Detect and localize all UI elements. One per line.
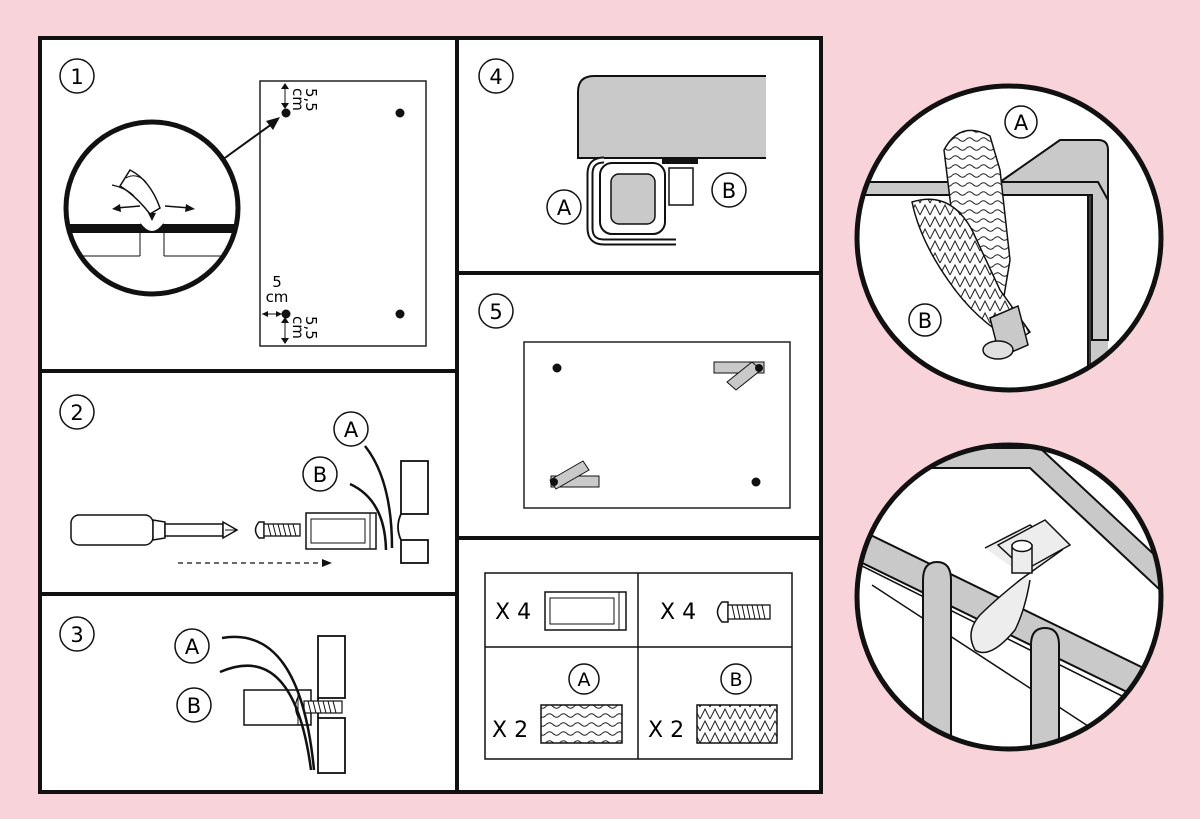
label-a-step-4: A [557, 196, 572, 220]
qty-strap-a: X 2 [492, 718, 528, 743]
board-outline [259, 80, 427, 347]
dim-top-unit: cm [289, 88, 307, 111]
panel-step-4: 4 A B [478, 58, 766, 246]
screwdriver-icon [70, 514, 239, 546]
screw-icon [716, 601, 771, 623]
wall-board [317, 635, 346, 774]
strap-b-end [668, 167, 694, 206]
strap-attached-bottom [549, 460, 600, 490]
step-number-2: 2 [70, 401, 83, 425]
step-number-3: 3 [70, 623, 83, 647]
label-b-step-4: B [722, 179, 736, 203]
dim-left-unit: cm [266, 288, 289, 306]
label-a-step-3: A [185, 635, 200, 659]
sleeve-icon [305, 512, 377, 550]
dim-top-value: 5,5 [302, 88, 320, 112]
rail-post-left [922, 560, 952, 749]
strap-a-swatch [540, 704, 623, 744]
strap-attached-top [713, 361, 765, 391]
panel-step-3: 3 A B [59, 616, 346, 774]
parts-list: X 4 X 4 A X 2 B X 2 [484, 572, 793, 760]
label-strap-a: A [578, 669, 591, 691]
mark-dot-bottom-left [281, 309, 291, 319]
panel-step-1: 1 5,5 cm 5 cm 5,5 cm [59, 58, 427, 347]
magnifier-detail [63, 119, 241, 297]
step-number-5: 5 [489, 300, 502, 324]
dim-left-value: 5 [272, 273, 282, 291]
strap-b-wrap [911, 198, 1032, 343]
strap-b-swatch [696, 704, 778, 744]
dim-bottom-value: 5,5 [302, 316, 320, 340]
dim-bottom-unit: cm [289, 316, 307, 339]
label-a-step-2: A [344, 418, 359, 442]
step-number-1: 1 [70, 65, 83, 89]
qty-screws: X 4 [660, 600, 696, 625]
mark-dot-top-left [281, 108, 291, 118]
label-b-step-3: B [187, 694, 201, 718]
mark-dot-bottom-right [395, 309, 405, 319]
label-strap-b: B [729, 669, 742, 691]
screw-icon [303, 700, 343, 714]
step-number-4: 4 [489, 65, 502, 89]
mattress-edge [577, 75, 766, 159]
detail-strap-wrap: A B [854, 83, 1164, 393]
rail-post-right [1030, 626, 1060, 749]
qty-strap-b: X 2 [648, 718, 684, 743]
detail-rail-mount [854, 442, 1164, 752]
panel-step-5: 5 [478, 293, 791, 509]
label-b-step-2: B [313, 463, 327, 487]
label-b-detail: B [918, 309, 932, 333]
sleeve-icon [544, 591, 627, 631]
qty-sleeves: X 4 [495, 600, 531, 625]
panel-step-2: 2 A B [59, 394, 429, 567]
mark-dot-top-right [395, 108, 405, 118]
screw-icon [254, 521, 301, 539]
wall-board [397, 460, 429, 564]
label-a-detail: A [1014, 111, 1029, 135]
